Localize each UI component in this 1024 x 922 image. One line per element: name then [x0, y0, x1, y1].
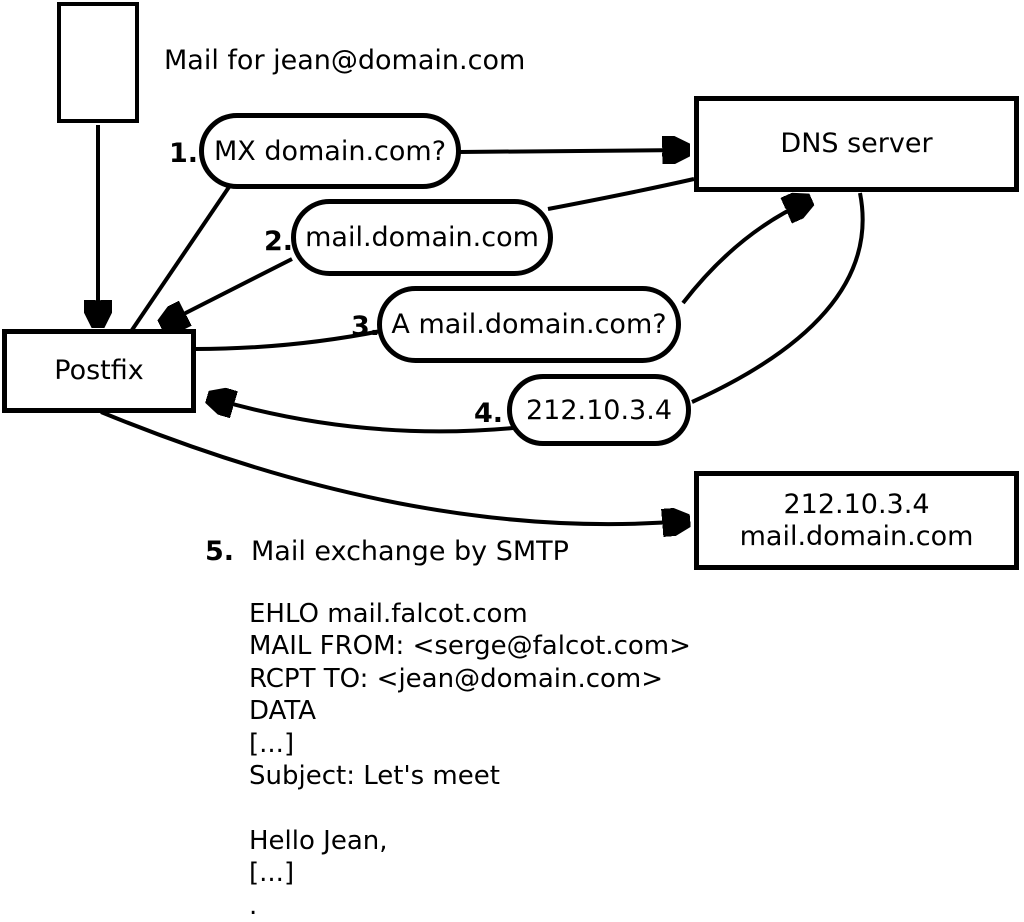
step-1-number: 1.: [169, 138, 199, 169]
dns-server-label: DNS server: [780, 128, 933, 159]
smtp-line: [...]: [249, 728, 295, 759]
arrow-query1-to-dns: [458, 150, 686, 152]
line-dns-to-response4: [691, 192, 865, 404]
step-4-number: 4.: [474, 398, 504, 429]
arrow-postfix-to-mailserver: [100, 410, 686, 524]
smtp-line: Subject: Let's meet: [249, 760, 500, 791]
step-2-response-pill: mail.domain.com: [291, 199, 553, 276]
smtp-line: EHLO mail.falcot.com: [249, 599, 528, 629]
step-3-number: 3.: [351, 311, 381, 342]
step-4-response-text: 212.10.3.4: [526, 394, 672, 426]
smtp-line: DATA: [249, 696, 316, 727]
smtp-line: [249, 792, 691, 824]
step-2-response-text: mail.domain.com: [305, 222, 539, 253]
mail-server-ip: 212.10.3.4: [783, 488, 930, 520]
line-dns-to-response2: [547, 177, 695, 211]
postfix-node: Postfix: [2, 329, 196, 413]
postfix-label: Postfix: [54, 355, 144, 386]
line-postfix-to-query1: [130, 185, 231, 332]
dns-server-node: DNS server: [694, 96, 1019, 192]
smtp-line: Hello Jean,: [249, 825, 388, 856]
smtp-session-transcript: EHLO mail.falcot.com MAIL FROM: <serge@f…: [249, 598, 691, 922]
step-2-number: 2.: [264, 226, 294, 257]
step-3-query-text: A mail.domain.com?: [391, 309, 667, 340]
step-5-number: 5.: [205, 536, 235, 567]
smtp-line: [...]: [249, 858, 295, 889]
step-3-query-pill: A mail.domain.com?: [377, 286, 681, 363]
smtp-line: RCPT TO: <jean@domain.com>: [249, 663, 664, 694]
line-postfix-to-query3: [194, 329, 382, 351]
mail-server-node: 212.10.3.4 mail.domain.com: [694, 471, 1019, 570]
mail-message-node: [57, 2, 139, 123]
step-1-query-text: MX domain.com?: [213, 135, 447, 167]
arrow-response2-to-postfix: [164, 257, 293, 324]
smtp-line: .: [249, 890, 258, 921]
smtp-line: MAIL FROM: <serge@falcot.com>: [249, 631, 691, 662]
step-4-response-pill: 212.10.3.4: [507, 374, 691, 446]
arrow-query3-to-dns: [681, 201, 808, 305]
arrow-response4-to-postfix: [211, 398, 514, 434]
mail-server-hostname: mail.domain.com: [739, 520, 974, 552]
step-5-label: Mail exchange by SMTP: [251, 536, 569, 567]
step-1-query-pill: MX domain.com?: [199, 113, 461, 189]
diagram-title: Mail for jean@domain.com: [164, 45, 526, 76]
